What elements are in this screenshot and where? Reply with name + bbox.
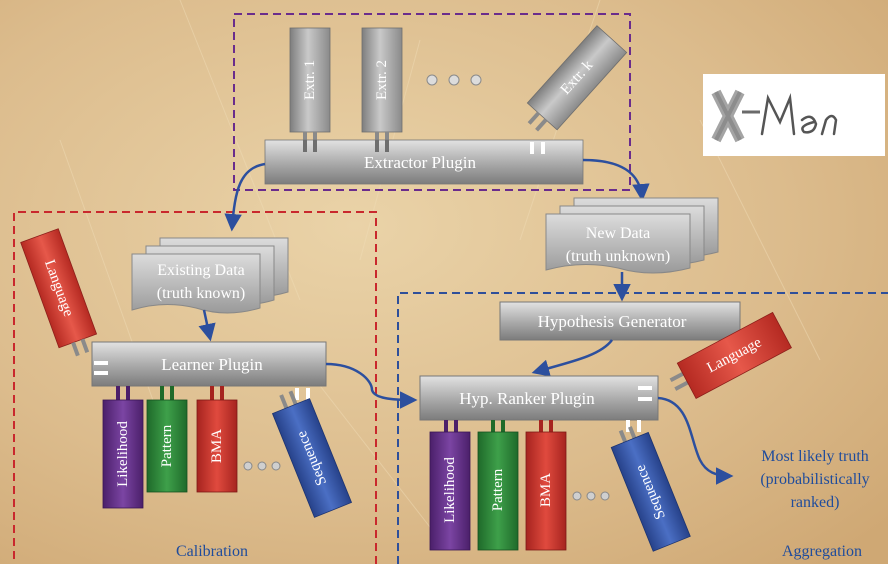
calibration-section-border: [13, 211, 377, 564]
extractor-1-label: Extr. 1: [302, 60, 318, 100]
aggregation-bma-label: BMA: [538, 473, 554, 507]
extractor-plugin: Extractor Plugin: [264, 139, 584, 185]
extractor-plugin-label: Extractor Plugin: [364, 153, 476, 172]
output-label-line1: Most likely truth: [761, 448, 869, 465]
calibration-language-plug: Language: [20, 228, 98, 357]
output-label-line3: ranked): [791, 494, 840, 511]
aggregation-bma-plug: BMA: [525, 420, 567, 551]
arrow-to-existing-data: [224, 162, 266, 232]
aggregation-section-label: Aggregation: [782, 543, 862, 560]
calibration-ellipsis-icon: [243, 461, 281, 471]
existing-data-documents: Existing Data (truth known): [131, 237, 289, 314]
arrow-to-new-data: [582, 158, 650, 202]
aggregation-ellipsis-icon: [572, 491, 610, 501]
calibration-bma-label: BMA: [209, 429, 225, 463]
ranker-plugin: Hyp. Ranker Plugin: [419, 375, 659, 432]
calibration-bma-plug: BMA: [196, 386, 238, 493]
existing-data-subtitle: (truth known): [157, 285, 245, 302]
calibration-section-label: Calibration: [176, 543, 248, 560]
new-data-documents: New Data (truth unknown): [545, 197, 719, 274]
calibration-pattern-label: Pattern: [159, 424, 175, 467]
new-data-title: New Data: [586, 225, 650, 242]
extractor-k-plug: Extr. k: [526, 25, 628, 132]
output-label-line2: (probabilistically: [760, 471, 869, 488]
calibration-pattern-plug: Pattern: [146, 386, 188, 493]
aggregation-likelihood-label: Likelihood: [442, 457, 458, 523]
aggregation-pattern-plug: Pattern: [477, 420, 519, 551]
x-man-logo: [703, 74, 885, 156]
calibration-likelihood-label: Likelihood: [115, 421, 131, 487]
aggregation-pattern-label: Pattern: [490, 468, 506, 511]
existing-data-title: Existing Data: [157, 262, 245, 279]
extractor-section-border: [233, 13, 631, 191]
ranker-plugin-label: Hyp. Ranker Plugin: [459, 389, 595, 408]
hypothesis-generator-label: Hypothesis Generator: [538, 312, 687, 331]
extractor-ellipsis-icon: [426, 74, 482, 86]
learner-plugin-label: Learner Plugin: [161, 355, 263, 374]
new-data-subtitle: (truth unknown): [566, 248, 670, 265]
aggregation-sequence-plug: Sequence: [610, 426, 691, 552]
extractor-2-label: Extr. 2: [374, 60, 390, 100]
extractor-2-plug: Extr. 2: [361, 27, 403, 146]
arrow-to-output: [657, 396, 734, 485]
learner-plugin: Learner Plugin: [91, 341, 327, 400]
hypothesis-generator: Hypothesis Generator: [499, 301, 741, 341]
aggregation-likelihood-plug: Likelihood: [429, 420, 471, 551]
arrow-to-learner-plugin: [198, 309, 216, 342]
calibration-sequence-plug: Sequence: [271, 390, 353, 518]
extractor-1-plug: Extr. 1: [289, 27, 331, 146]
calibration-likelihood-plug: Likelihood: [102, 386, 144, 509]
arrow-learner-to-ranker: [325, 362, 418, 409]
arrow-to-ranker: [531, 339, 613, 377]
